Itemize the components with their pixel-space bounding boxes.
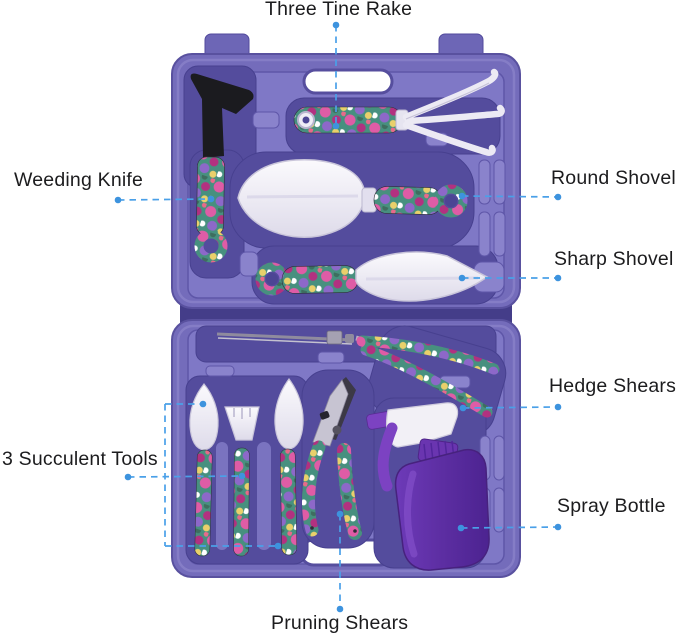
leader-hedge-shears <box>462 406 559 409</box>
label-pruning-shears: Pruning Shears <box>271 612 409 634</box>
pruning-shears-tool <box>302 377 362 540</box>
leader-succulent-mid <box>127 475 243 478</box>
spray-bottle-tool <box>366 402 490 571</box>
leader-weeding-knife <box>117 198 212 201</box>
label-three-tine-rake: Three Tine Rake <box>265 0 413 20</box>
lid-handle-cutout <box>302 68 394 95</box>
leader-round-shovel <box>461 195 559 198</box>
leader-dots <box>114 21 562 613</box>
label-spray-bottle: Spray Bottle <box>557 495 666 517</box>
three-tine-rake-tool <box>293 68 505 156</box>
label-sharp-shovel: Sharp Shovel <box>554 248 674 270</box>
round-shovel-tool <box>237 159 468 238</box>
label-weeding-knife: Weeding Knife <box>14 169 144 191</box>
label-succulent-tools: 3 Succulent Tools <box>2 448 158 470</box>
leader-lines <box>117 25 559 608</box>
label-round-shovel: Round Shovel <box>551 167 676 189</box>
hedge-shears-tool <box>216 330 500 418</box>
leader-spray-bottle <box>460 526 559 529</box>
sharp-shovel-tool <box>255 251 489 302</box>
label-hedge-shears: Hedge Shears <box>549 375 677 397</box>
succulent-slot-dividers <box>216 442 271 550</box>
